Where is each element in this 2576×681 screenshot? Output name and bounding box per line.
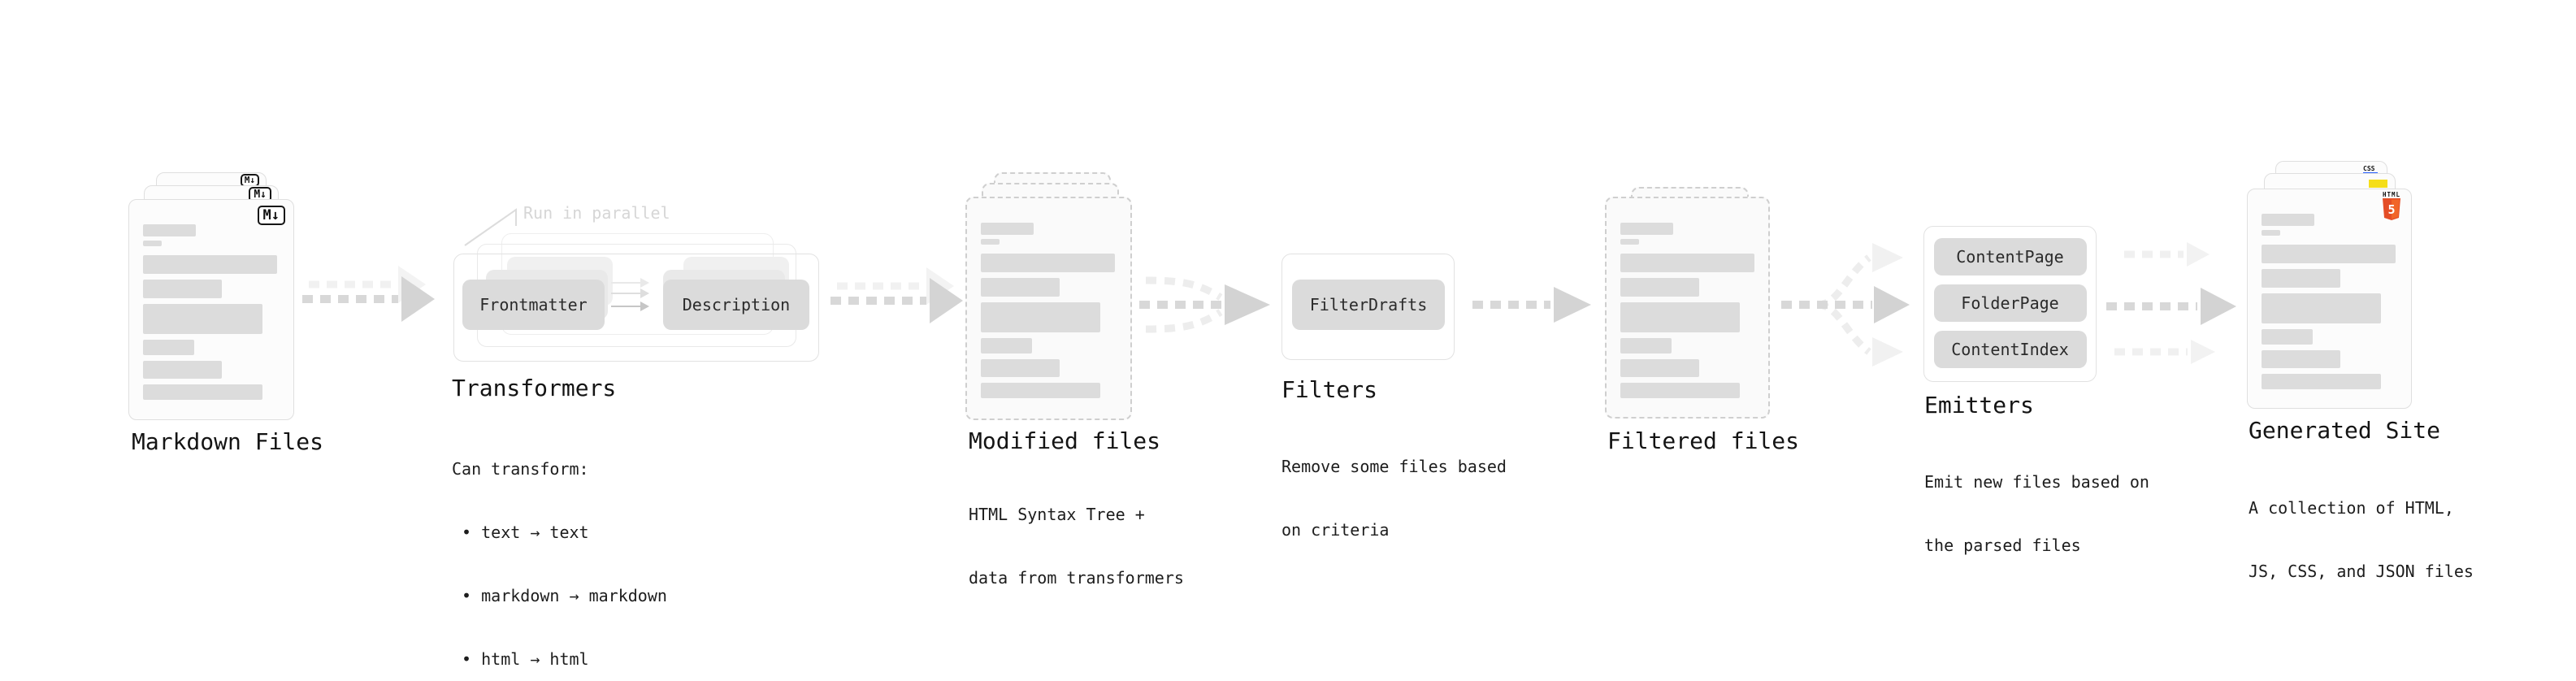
stage-title-transformers: Transformers	[452, 375, 617, 401]
generated-site-stack: CSS HTML 5	[2247, 161, 2412, 409]
skeleton-bar	[1620, 359, 1699, 377]
svg-text:5: 5	[2387, 202, 2395, 217]
stage-title-generated-site: Generated Site	[2249, 417, 2441, 444]
callout-line-icon	[464, 208, 517, 246]
filtered-files-stack	[1605, 187, 1770, 419]
text-skeleton	[981, 223, 1115, 398]
markdown-files-stack: M↓ M↓ M↓	[128, 172, 294, 420]
file-card-front	[965, 197, 1132, 420]
stage-title-modified-files: Modified files	[969, 427, 1161, 454]
text-skeleton	[143, 224, 277, 400]
text-skeleton	[2262, 214, 2396, 389]
skeleton-bar	[143, 280, 222, 298]
flow-arrow-emitters-to-site-icon	[2106, 242, 2236, 364]
skeleton-bar	[1620, 254, 1754, 272]
skeleton-bar	[143, 340, 194, 355]
skeleton-bar	[981, 254, 1115, 272]
transform-arrow-icon	[611, 288, 649, 298]
skeleton-bar	[143, 361, 222, 379]
skeleton-bar	[143, 384, 262, 400]
flow-arrow-filters-to-filtered-icon	[1472, 287, 1591, 323]
markdown-icon: M↓	[249, 187, 271, 202]
filters-box: FilterDrafts	[1281, 254, 1455, 360]
skeleton-bar	[143, 255, 277, 274]
flow-arrow-filtered-to-emitters-icon	[1781, 243, 1910, 367]
transformer-box-front: Frontmatter Description	[453, 254, 819, 362]
transformer-pill-frontmatter: Frontmatter	[462, 280, 605, 330]
file-card-front: M↓	[128, 199, 294, 420]
emitter-pill-contentindex: ContentIndex	[1933, 331, 2087, 368]
stage-title-filtered-files: Filtered files	[1607, 427, 1800, 454]
skeleton-bar	[981, 383, 1100, 398]
run-in-parallel-annotation: Run in parallel	[523, 203, 670, 223]
stage-title-markdown-files: Markdown Files	[132, 428, 324, 455]
filter-pill-filterdrafts: FilterDrafts	[1292, 280, 1445, 330]
skeleton-bar	[2262, 293, 2381, 323]
html5-icon: HTML 5	[2381, 192, 2402, 223]
file-card-front: HTML 5	[2247, 189, 2412, 409]
stage-description-emitters: Emit new files based on the parsed files	[1924, 472, 2149, 555]
flow-arrow-transformers-to-modified-icon	[830, 267, 963, 323]
skeleton-bar	[143, 304, 262, 334]
skeleton-bar	[1620, 223, 1673, 235]
skeleton-bar	[143, 241, 162, 246]
emitter-pill-contentpage: ContentPage	[1933, 238, 2087, 275]
svg-text:CSS: CSS	[2363, 165, 2375, 172]
skeleton-bar	[1620, 338, 1672, 354]
skeleton-bar	[981, 278, 1060, 297]
emitters-box: ContentPage FolderPage ContentIndex	[1923, 226, 2097, 382]
skeleton-bar	[981, 359, 1060, 377]
stage-description-modified-files: HTML Syntax Tree + data from transformer…	[969, 505, 1184, 588]
skeleton-bar	[1620, 239, 1639, 245]
skeleton-bar	[1620, 278, 1699, 297]
skeleton-bar	[2262, 230, 2280, 236]
stage-title-filters: Filters	[1281, 376, 1378, 403]
skeleton-bar	[1620, 383, 1740, 398]
transformers-group: Run in parallel Frontmatter Description	[452, 203, 819, 367]
skeleton-bar	[981, 338, 1032, 354]
stage-title-emitters: Emitters	[1924, 392, 2034, 419]
skeleton-bar	[981, 239, 1000, 245]
transform-arrow-icon	[611, 301, 649, 311]
markdown-icon: M↓	[257, 206, 285, 225]
modified-files-stack	[965, 172, 1132, 420]
text-skeleton	[1620, 223, 1754, 398]
skeleton-bar	[143, 224, 196, 236]
skeleton-bar	[2262, 214, 2314, 226]
stage-description-filters: Remove some files based on criteria	[1281, 457, 1507, 540]
transformer-pill-description: Description	[663, 280, 809, 330]
skeleton-bar	[2262, 245, 2396, 263]
skeleton-bar	[2262, 269, 2340, 288]
flow-arrow-modified-to-filters-icon	[1139, 276, 1270, 333]
stage-description-transformers: Can transform: • text → text • markdown …	[452, 459, 667, 669]
skeleton-bar	[981, 302, 1100, 332]
skeleton-bar	[2262, 329, 2313, 345]
js-icon	[2369, 180, 2387, 188]
markdown-icon: M↓	[240, 174, 259, 187]
transform-arrow-icon	[611, 278, 649, 288]
skeleton-bar	[2262, 350, 2340, 368]
stage-description-generated-site: A collection of HTML, JS, CSS, and JSON …	[2249, 498, 2474, 581]
skeleton-bar	[2262, 374, 2381, 389]
skeleton-bar	[1620, 302, 1740, 332]
skeleton-bar	[981, 223, 1034, 235]
file-card-front	[1605, 197, 1770, 419]
flow-arrow-markdown-to-transformers-icon	[302, 266, 435, 322]
emitter-pill-folderpage: FolderPage	[1933, 284, 2087, 322]
